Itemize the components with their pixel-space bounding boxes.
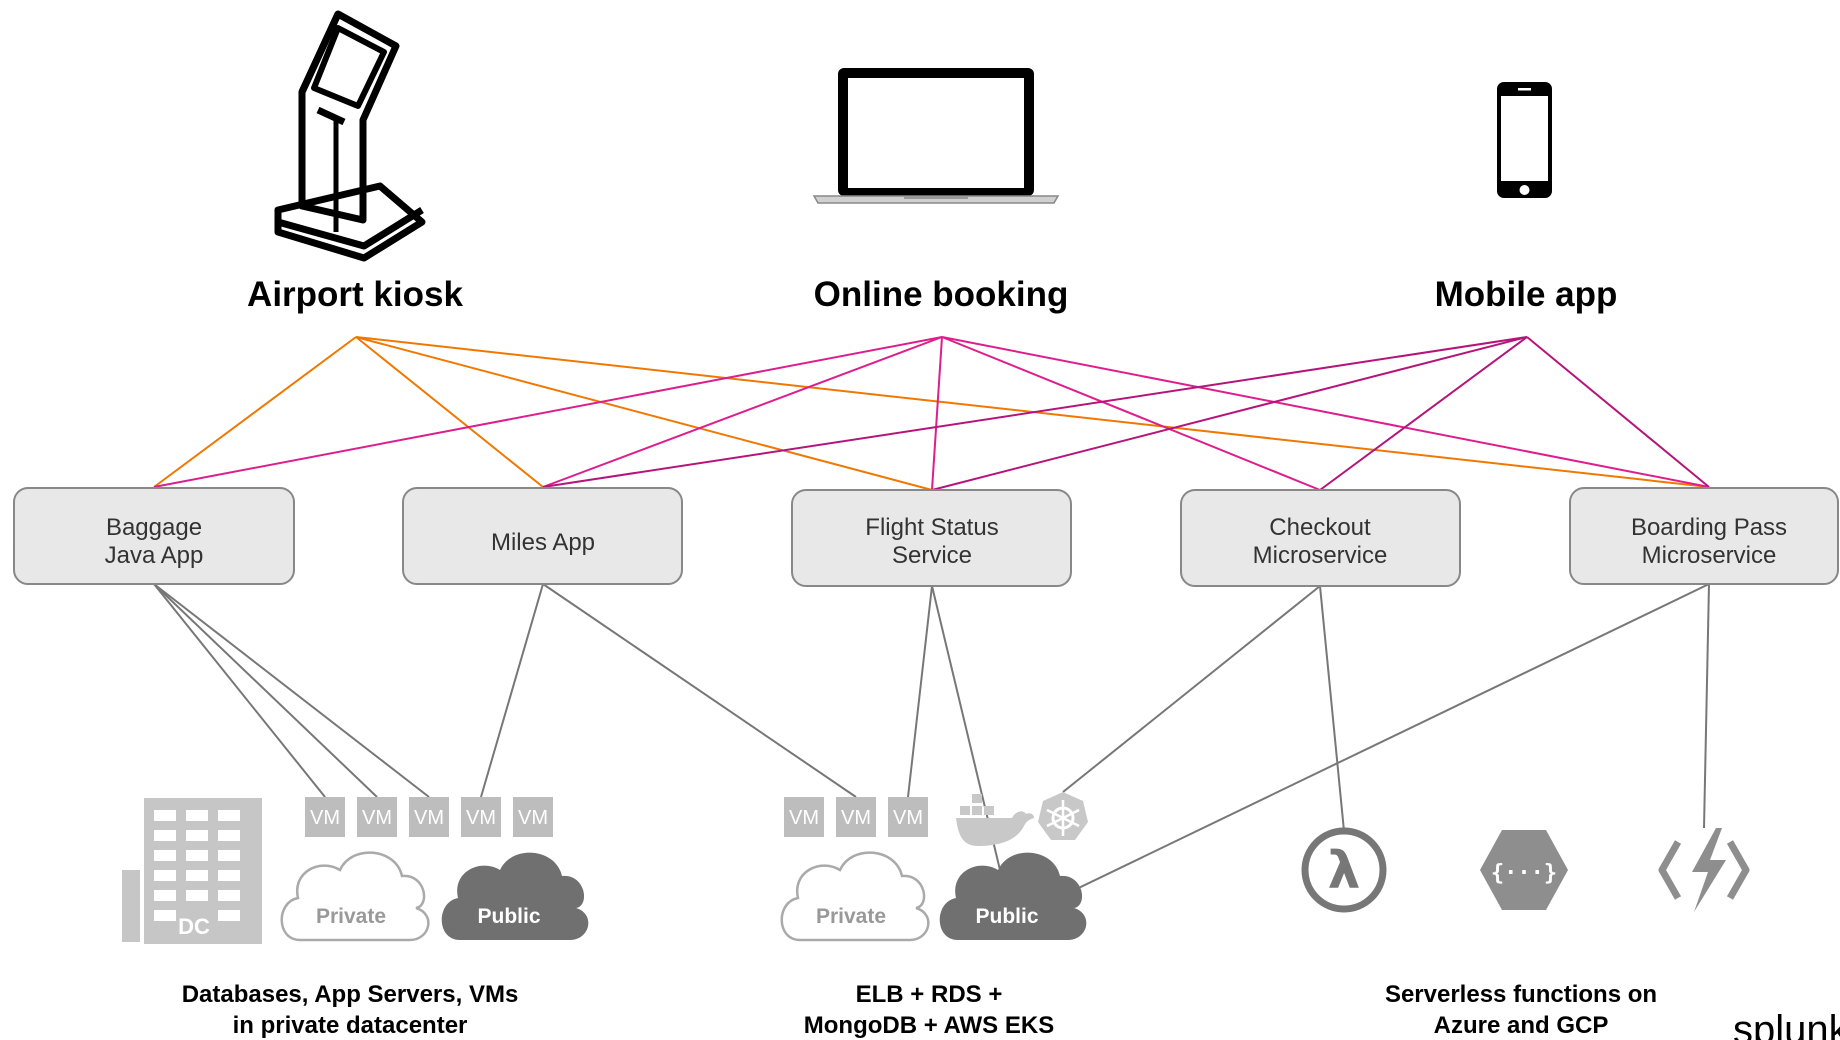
infra-link bbox=[907, 585, 933, 798]
link-online-flight bbox=[931, 336, 943, 491]
svg-text:VM: VM bbox=[362, 807, 392, 829]
link-kiosk-baggage bbox=[153, 336, 357, 488]
svg-text:VM: VM bbox=[518, 807, 548, 829]
infra-link bbox=[542, 583, 857, 798]
link-kiosk-flight bbox=[355, 336, 933, 491]
client-service-links bbox=[153, 336, 1710, 491]
service-infra-links bbox=[153, 583, 1710, 897]
service-boarding-pass: Boarding Pass Microservice bbox=[1569, 487, 1839, 585]
splunk-logo: splunk bbox=[1733, 1008, 1840, 1040]
service-baggage: Baggage Java App bbox=[13, 487, 295, 585]
public-cloud-icon-left: Public bbox=[441, 852, 589, 940]
footer-private-dc-line1: Databases, App Servers, VMs bbox=[182, 981, 519, 1008]
public-cloud-label: Public bbox=[975, 905, 1038, 928]
vm-group-private-dc: VM VM VM VM VM bbox=[305, 797, 553, 837]
svg-text:VM: VM bbox=[310, 807, 340, 829]
vm-box: VM bbox=[461, 797, 501, 837]
service-miles: Miles App bbox=[402, 487, 683, 585]
public-cloud-label: Public bbox=[477, 905, 540, 928]
service-label-line2: Java App bbox=[105, 542, 204, 569]
svg-text:{···}: {···} bbox=[1491, 861, 1557, 886]
svg-text:λ: λ bbox=[1328, 841, 1361, 901]
infra-link bbox=[1319, 585, 1345, 832]
footer-aws-line1: ELB + RDS + bbox=[856, 981, 1003, 1008]
client-label-kiosk: Airport kiosk bbox=[247, 275, 463, 314]
link-online-miles bbox=[542, 336, 943, 488]
service-label-line1: Checkout bbox=[1269, 514, 1371, 541]
vm-box: VM bbox=[357, 797, 397, 837]
docker-icon bbox=[956, 794, 1034, 846]
infra-link bbox=[1062, 585, 1321, 793]
private-cloud-label: Private bbox=[316, 905, 386, 928]
service-label-line2: Microservice bbox=[1642, 542, 1777, 569]
vm-group-aws: VM VM VM bbox=[784, 797, 928, 837]
datacenter-building-icon: DC bbox=[122, 798, 262, 944]
link-mobile-miles bbox=[542, 336, 1528, 488]
infra-link bbox=[153, 583, 378, 798]
service-label-line1: Baggage bbox=[106, 514, 202, 541]
gcp-cloud-functions-icon: {···} bbox=[1480, 830, 1568, 910]
kubernetes-icon bbox=[1038, 792, 1088, 840]
service-flight-status: Flight Status Service bbox=[791, 489, 1072, 587]
service-label: Miles App bbox=[491, 529, 595, 556]
vm-box: VM bbox=[784, 797, 824, 837]
infra-link bbox=[153, 583, 326, 798]
link-kiosk-miles bbox=[355, 336, 544, 488]
footer-serverless-line1: Serverless functions on bbox=[1385, 981, 1657, 1008]
svg-text:VM: VM bbox=[414, 807, 444, 829]
datacenter-label: DC bbox=[178, 914, 210, 939]
client-label-online: Online booking bbox=[814, 275, 1069, 314]
vm-box: VM bbox=[409, 797, 449, 837]
service-label-line1: Flight Status bbox=[865, 514, 998, 541]
vm-box: VM bbox=[513, 797, 553, 837]
service-label-line1: Boarding Pass bbox=[1631, 514, 1787, 541]
footer-aws-line2: MongoDB + AWS EKS bbox=[804, 1012, 1054, 1039]
vm-box: VM bbox=[836, 797, 876, 837]
infra-link bbox=[1703, 583, 1710, 829]
link-online-boarding bbox=[941, 336, 1710, 488]
link-mobile-boarding bbox=[1526, 336, 1710, 488]
smartphone-icon bbox=[1497, 82, 1552, 198]
svg-text:VM: VM bbox=[789, 807, 819, 829]
infra-link bbox=[1061, 583, 1710, 897]
service-checkout: Checkout Microservice bbox=[1180, 489, 1461, 587]
service-label-line2: Microservice bbox=[1253, 542, 1388, 569]
infra-link bbox=[153, 583, 430, 798]
svg-text:VM: VM bbox=[893, 807, 923, 829]
link-online-baggage bbox=[153, 336, 943, 488]
link-mobile-flight bbox=[931, 336, 1528, 491]
private-cloud-label: Private bbox=[816, 905, 886, 928]
public-cloud-icon-aws: Public bbox=[939, 852, 1087, 940]
aws-lambda-icon: λ bbox=[1301, 827, 1387, 913]
svg-text:VM: VM bbox=[841, 807, 871, 829]
azure-functions-icon bbox=[1658, 828, 1750, 912]
vm-box: VM bbox=[305, 797, 345, 837]
footer-private-dc-line2: in private datacenter bbox=[233, 1012, 468, 1039]
kiosk-icon bbox=[274, 10, 426, 262]
svg-text:VM: VM bbox=[466, 807, 496, 829]
service-label-line2: Service bbox=[892, 542, 972, 569]
client-label-mobile: Mobile app bbox=[1435, 275, 1618, 314]
private-cloud-icon-aws: Private bbox=[780, 851, 930, 942]
private-cloud-icon-left: Private bbox=[280, 851, 430, 942]
laptop-icon bbox=[812, 68, 1060, 204]
link-mobile-checkout bbox=[1319, 336, 1528, 491]
footer-serverless-line2: Azure and GCP bbox=[1434, 1012, 1609, 1039]
link-online-checkout bbox=[941, 336, 1321, 491]
infra-link bbox=[480, 583, 544, 798]
vm-box: VM bbox=[888, 797, 928, 837]
